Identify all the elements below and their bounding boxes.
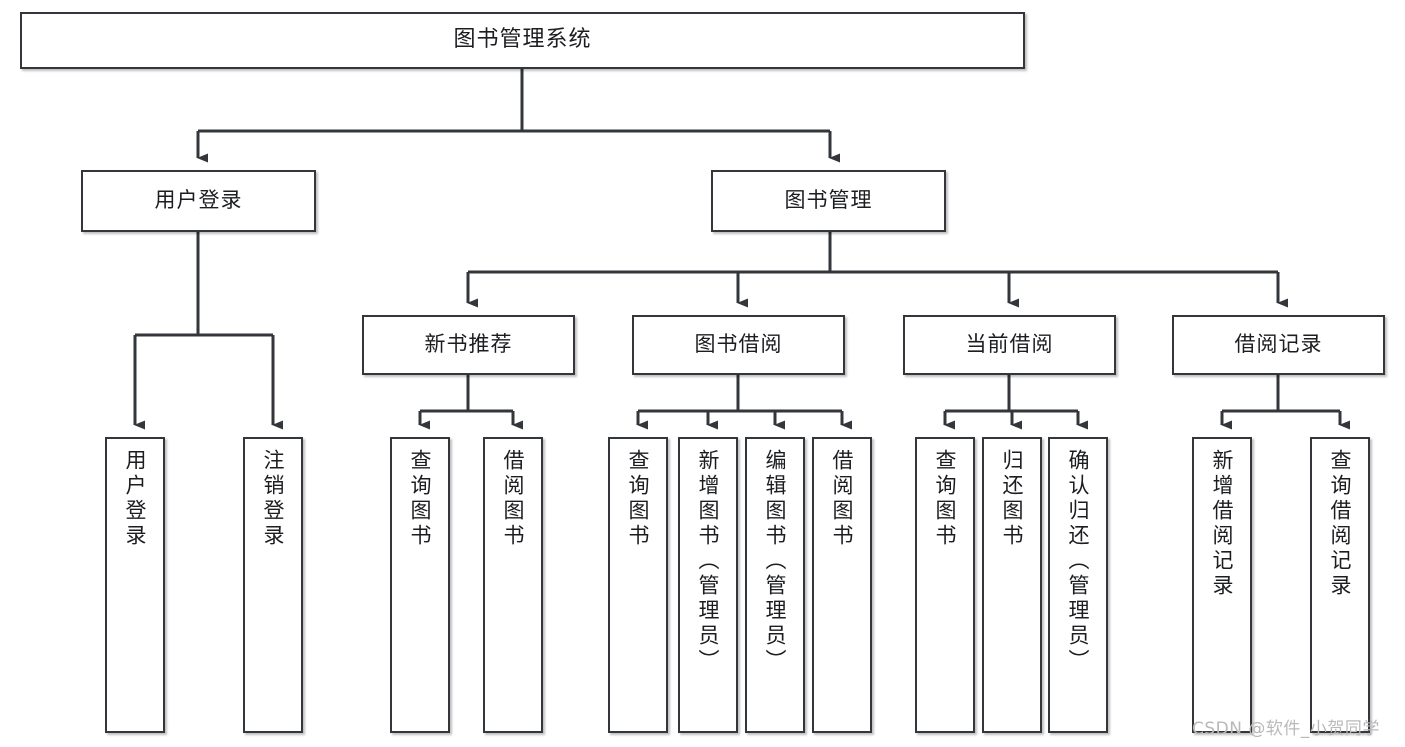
node-borrow-record[interactable]: 借阅记录	[1172, 315, 1385, 375]
node-leaf-edit-book[interactable]: 编辑图书（管理员）	[745, 437, 805, 733]
leaf-label: 归还图书	[1000, 449, 1025, 549]
node-leaf-add-record[interactable]: 新增借阅记录	[1192, 437, 1252, 733]
leaf-label: 新增图书（管理员）	[696, 449, 721, 674]
node-leaf-user-login[interactable]: 用户登录	[105, 437, 165, 733]
node-user-login[interactable]: 用户登录	[81, 170, 316, 232]
node-root[interactable]: 图书管理系统	[20, 12, 1025, 69]
node-leaf-query-book-3[interactable]: 查询图书	[915, 437, 975, 733]
leaf-label: 确认归还（管理员）	[1066, 449, 1091, 674]
node-leaf-add-book[interactable]: 新增图书（管理员）	[678, 437, 738, 733]
leaf-label: 查询图书	[933, 449, 958, 549]
leaf-label: 查询借阅记录	[1328, 449, 1353, 599]
node-new-book-recommend[interactable]: 新书推荐	[362, 315, 575, 375]
node-leaf-return-book[interactable]: 归还图书	[982, 437, 1042, 733]
csdn-watermark: CSDN @软件_小贺同学	[1192, 719, 1380, 739]
node-leaf-confirm-return[interactable]: 确认归还（管理员）	[1048, 437, 1108, 733]
leaf-label: 借阅图书	[830, 449, 855, 549]
node-leaf-user-logout[interactable]: 注销登录	[243, 437, 303, 733]
leaf-label: 用户登录	[123, 449, 148, 549]
node-book-borrow[interactable]: 图书借阅	[632, 315, 845, 375]
node-leaf-borrow-book-1[interactable]: 借阅图书	[483, 437, 543, 733]
leaf-label: 查询图书	[408, 449, 433, 549]
node-book-manage[interactable]: 图书管理	[711, 170, 946, 232]
node-leaf-borrow-book-2[interactable]: 借阅图书	[812, 437, 872, 733]
node-leaf-query-book-2[interactable]: 查询图书	[608, 437, 668, 733]
node-leaf-query-book-1[interactable]: 查询图书	[390, 437, 450, 733]
node-current-borrow[interactable]: 当前借阅	[903, 315, 1116, 375]
node-leaf-query-record[interactable]: 查询借阅记录	[1310, 437, 1370, 733]
leaf-label: 新增借阅记录	[1210, 449, 1235, 599]
leaf-label: 编辑图书（管理员）	[763, 449, 788, 674]
leaf-label: 查询图书	[626, 449, 651, 549]
leaf-label: 注销登录	[261, 449, 286, 549]
leaf-label: 借阅图书	[501, 449, 526, 549]
